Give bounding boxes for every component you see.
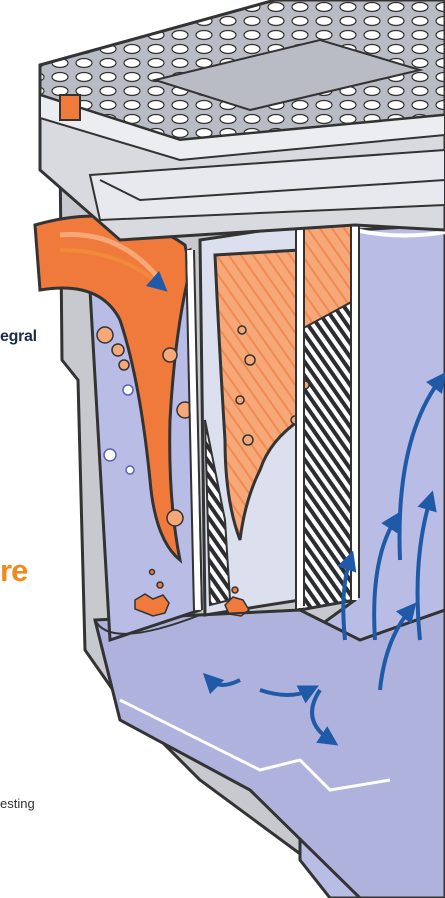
tank-floor — [95, 610, 445, 898]
